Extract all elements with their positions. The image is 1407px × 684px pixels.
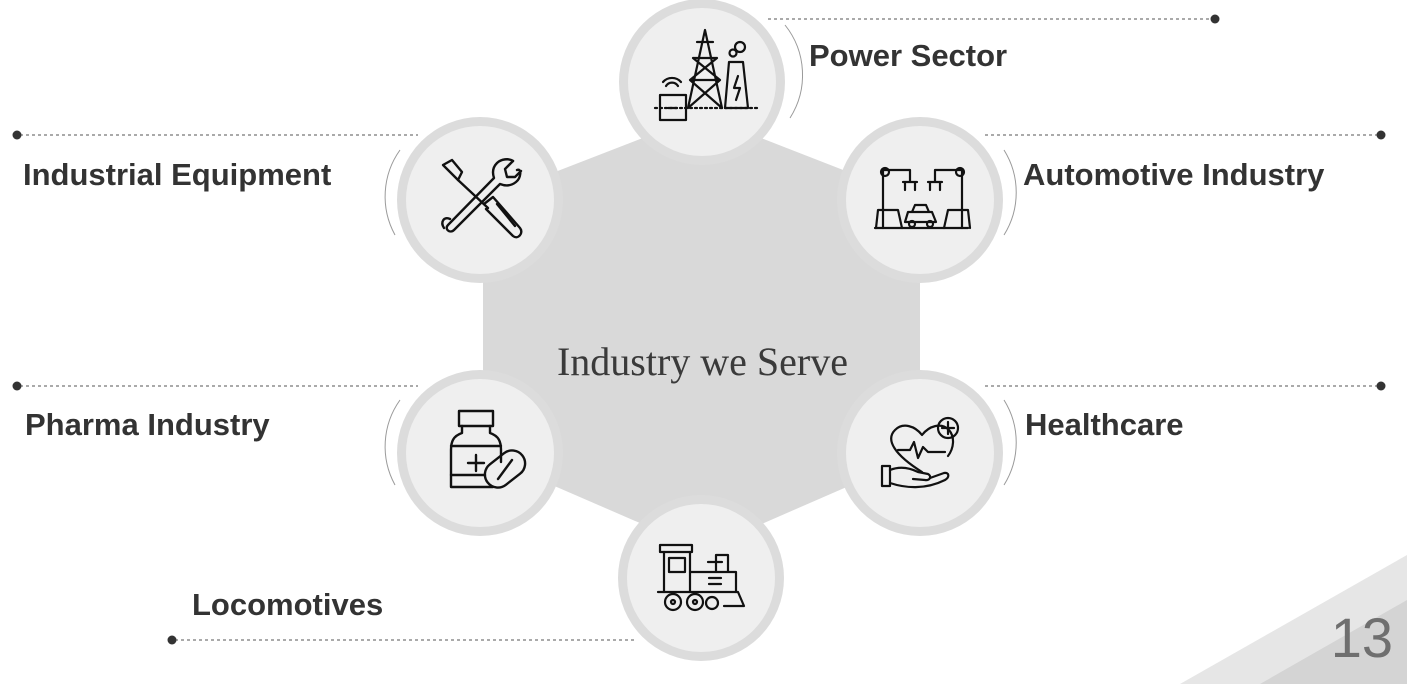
page-corner-decoration <box>1180 555 1407 684</box>
node-automotive-industry <box>837 117 1003 283</box>
connector-healthcare <box>985 381 1386 391</box>
robot-assembly-icon <box>873 166 972 230</box>
heart-hand-icon <box>880 416 960 489</box>
medicine-bottle-icon <box>449 409 527 489</box>
diagram-title: Industry we Serve <box>556 339 849 384</box>
connector-power-sector <box>768 14 1220 24</box>
node-locomotives <box>618 495 784 661</box>
node-power-sector <box>619 0 785 165</box>
label-power-sector: Power Sector <box>809 38 1008 73</box>
train-icon <box>656 543 746 612</box>
circle-accent-arcs <box>384 24 1017 486</box>
node-pharma-industry <box>397 370 563 536</box>
connector-automotive-industry <box>985 130 1386 140</box>
label-automotive-industry: Automotive Industry <box>1023 157 1325 192</box>
label-pharma-industry: Pharma Industry <box>25 407 270 442</box>
label-locomotives: Locomotives <box>192 587 384 622</box>
power-tower-icon <box>653 28 762 122</box>
connector-locomotives <box>167 635 635 645</box>
center-hexagon <box>483 115 920 550</box>
page-number: 13 <box>1330 606 1393 669</box>
label-industrial-equipment: Industrial Equipment <box>23 157 332 192</box>
label-healthcare: Healthcare <box>1025 407 1184 442</box>
connector-industrial-equipment <box>12 130 418 140</box>
tools-icon <box>441 158 523 239</box>
connector-pharma-industry <box>12 381 418 391</box>
